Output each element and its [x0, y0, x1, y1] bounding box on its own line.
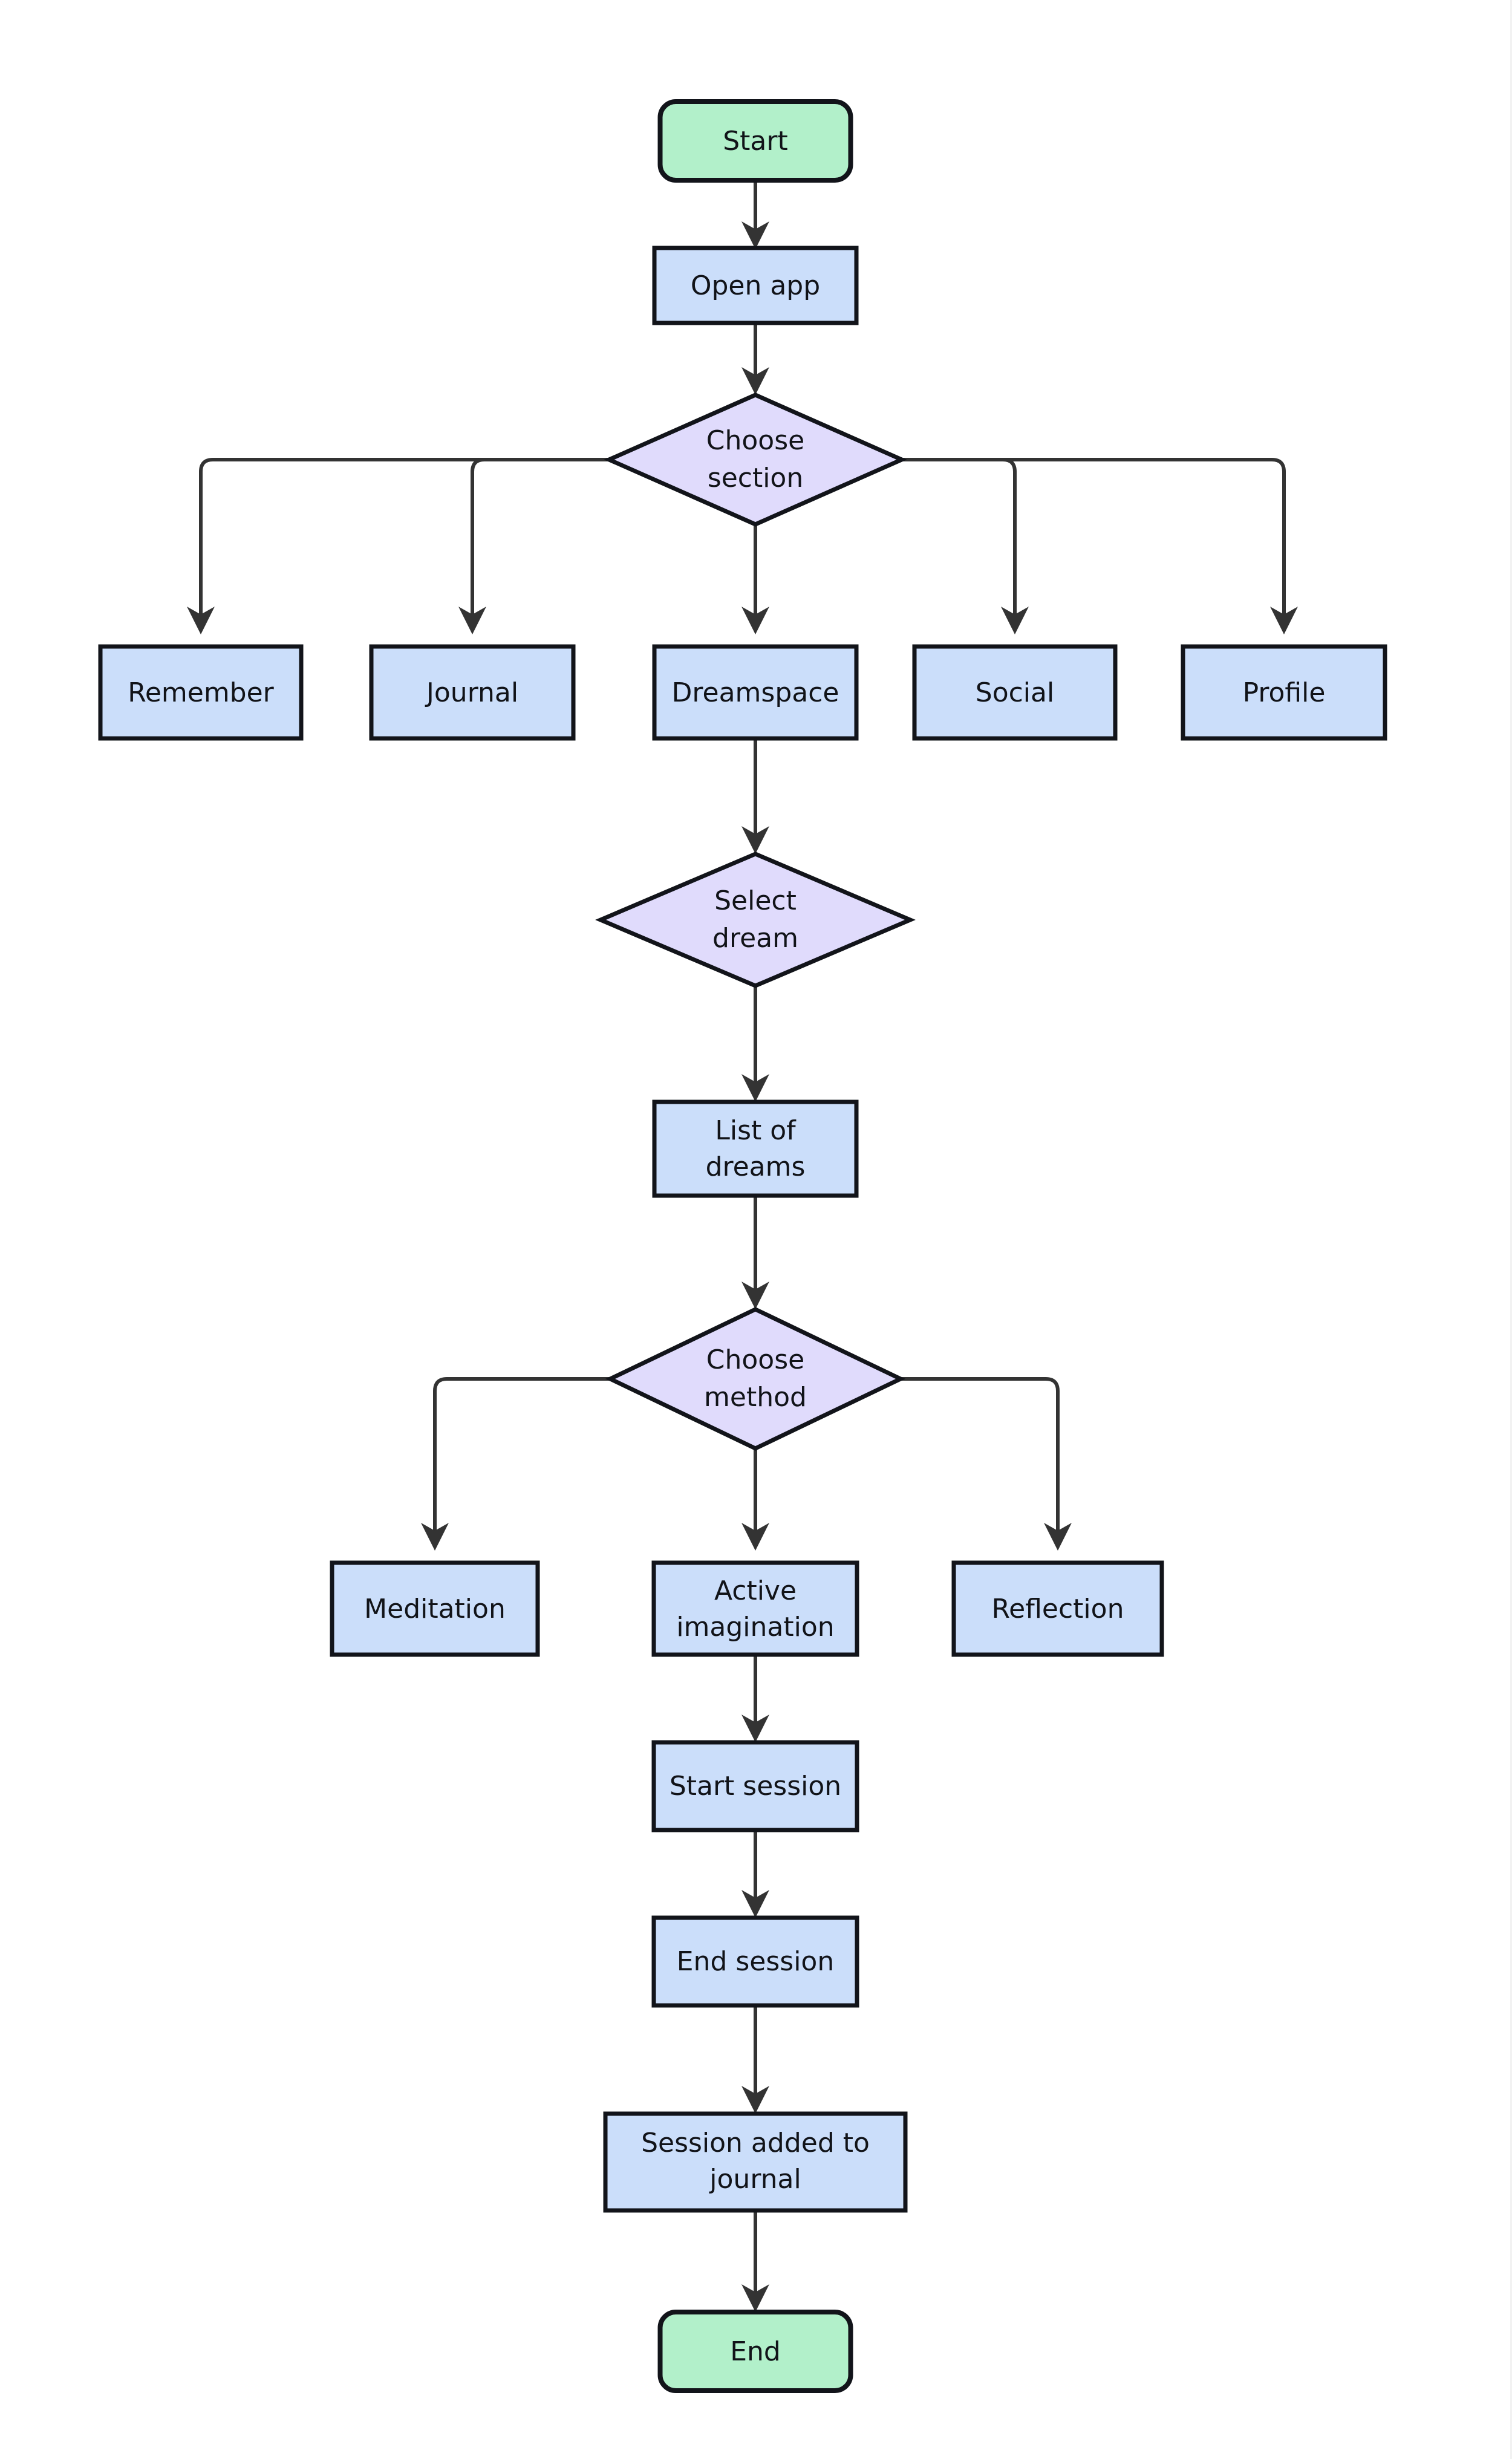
node-list-of-dreams-label-line1: List of	[715, 1115, 797, 1146]
node-social-label: Social	[976, 677, 1054, 708]
edge-choose-method-to-meditation	[421, 1377, 610, 1551]
node-dreamspace[interactable]: Dreamspace	[652, 644, 859, 741]
node-start-label: Start	[723, 126, 788, 157]
node-session-added-to-journal[interactable]: Session added to journal	[603, 2111, 908, 2213]
node-choose-method-shape[interactable]	[605, 1307, 906, 1451]
node-journal[interactable]: Journal	[369, 644, 576, 741]
edge-start-to-open-app	[741, 180, 769, 249]
node-active-imagination-shape[interactable]	[651, 1560, 859, 1657]
node-start-session-label: Start session	[670, 1771, 841, 1802]
node-social-shape[interactable]	[912, 644, 1118, 741]
node-start-shape[interactable]	[657, 99, 853, 183]
node-active-imagination-label-line1: Active	[714, 1575, 797, 1606]
node-choose-method[interactable]: Choose method	[605, 1307, 906, 1451]
node-profile-label: Profile	[1243, 677, 1326, 708]
node-dreamspace-shape[interactable]	[652, 644, 859, 741]
node-active-imagination-label-line2: imagination	[676, 1612, 834, 1643]
edge-choose-section-to-remember	[187, 458, 609, 634]
node-choose-section-shape[interactable]	[604, 392, 907, 527]
node-choose-method-label-line1: Choose	[706, 1344, 804, 1375]
node-open-app-shape[interactable]	[652, 246, 859, 325]
node-session-added-to-journal-shape[interactable]	[603, 2111, 908, 2213]
node-end-session-shape[interactable]	[651, 1915, 859, 2008]
edge-select-dream-to-list-of-dreams	[741, 986, 769, 1102]
node-list-of-dreams-shape[interactable]	[652, 1099, 859, 1198]
node-open-app[interactable]: Open app	[652, 246, 859, 325]
edge-choose-section-to-dreamspace	[741, 524, 769, 634]
edge-end-session-to-session-added	[741, 2005, 769, 2114]
node-reflection[interactable]: Reflection	[951, 1560, 1164, 1657]
node-end[interactable]: End	[657, 2310, 853, 2393]
edge-choose-section-to-social	[902, 458, 1029, 634]
node-choose-method-label-line2: method	[704, 1382, 807, 1413]
edge-dreamspace-to-select-dream	[741, 738, 769, 854]
node-reflection-shape[interactable]	[951, 1560, 1164, 1657]
node-session-added-to-journal-label-line2: journal	[709, 2164, 801, 2195]
node-end-label: End	[730, 2336, 781, 2367]
node-meditation-shape[interactable]	[330, 1560, 540, 1657]
node-dreamspace-label: Dreamspace	[672, 677, 839, 708]
node-start-session-shape[interactable]	[651, 1740, 859, 1832]
node-end-session-label: End session	[677, 1946, 834, 1977]
node-start-session[interactable]: Start session	[651, 1740, 859, 1832]
edge-layer	[187, 180, 1298, 2312]
node-profile[interactable]: Profile	[1181, 644, 1387, 741]
node-select-dream[interactable]: Select dream	[595, 852, 916, 988]
node-choose-section[interactable]: Choose section	[604, 392, 907, 527]
node-select-dream-label-line2: dream	[712, 923, 798, 954]
node-open-app-label: Open app	[691, 270, 820, 301]
node-end-shape[interactable]	[657, 2310, 853, 2393]
edge-list-of-dreams-to-choose-method	[741, 1196, 769, 1309]
edge-choose-method-to-reflection	[901, 1377, 1072, 1551]
node-select-dream-label-line1: Select	[714, 885, 797, 916]
edge-active-imagination-to-start-session	[741, 1655, 769, 1742]
node-remember-label: Remember	[128, 677, 274, 708]
node-meditation-label: Meditation	[364, 1594, 506, 1624]
node-profile-shape[interactable]	[1181, 644, 1387, 741]
node-journal-label: Journal	[425, 677, 518, 708]
node-session-added-to-journal-label-line1: Session added to	[641, 2128, 870, 2158]
node-remember[interactable]: Remember	[98, 644, 304, 741]
node-journal-shape[interactable]	[369, 644, 576, 741]
node-meditation[interactable]: Meditation	[330, 1560, 540, 1657]
edge-choose-section-to-journal	[458, 458, 609, 634]
edge-open-app-to-choose-section	[741, 323, 769, 395]
node-active-imagination[interactable]: Active imagination	[651, 1560, 859, 1657]
node-choose-section-label-line2: section	[708, 463, 803, 493]
node-list-of-dreams[interactable]: List of dreams	[652, 1099, 859, 1198]
node-remember-shape[interactable]	[98, 644, 304, 741]
node-layer: Start Open app Choose section Remember	[98, 99, 1387, 2393]
node-choose-section-label-line1: Choose	[706, 425, 804, 456]
node-end-session[interactable]: End session	[651, 1915, 859, 2008]
edge-session-added-to-end	[741, 2210, 769, 2312]
edge-choose-section-to-profile	[902, 458, 1298, 634]
node-social[interactable]: Social	[912, 644, 1118, 741]
edge-choose-method-to-active-imagination	[741, 1448, 769, 1551]
node-list-of-dreams-label-line2: dreams	[706, 1151, 806, 1182]
node-start[interactable]: Start	[657, 99, 853, 183]
node-select-dream-shape[interactable]	[595, 852, 916, 988]
edge-start-session-to-end-session	[741, 1830, 769, 1918]
node-reflection-label: Reflection	[992, 1594, 1124, 1624]
